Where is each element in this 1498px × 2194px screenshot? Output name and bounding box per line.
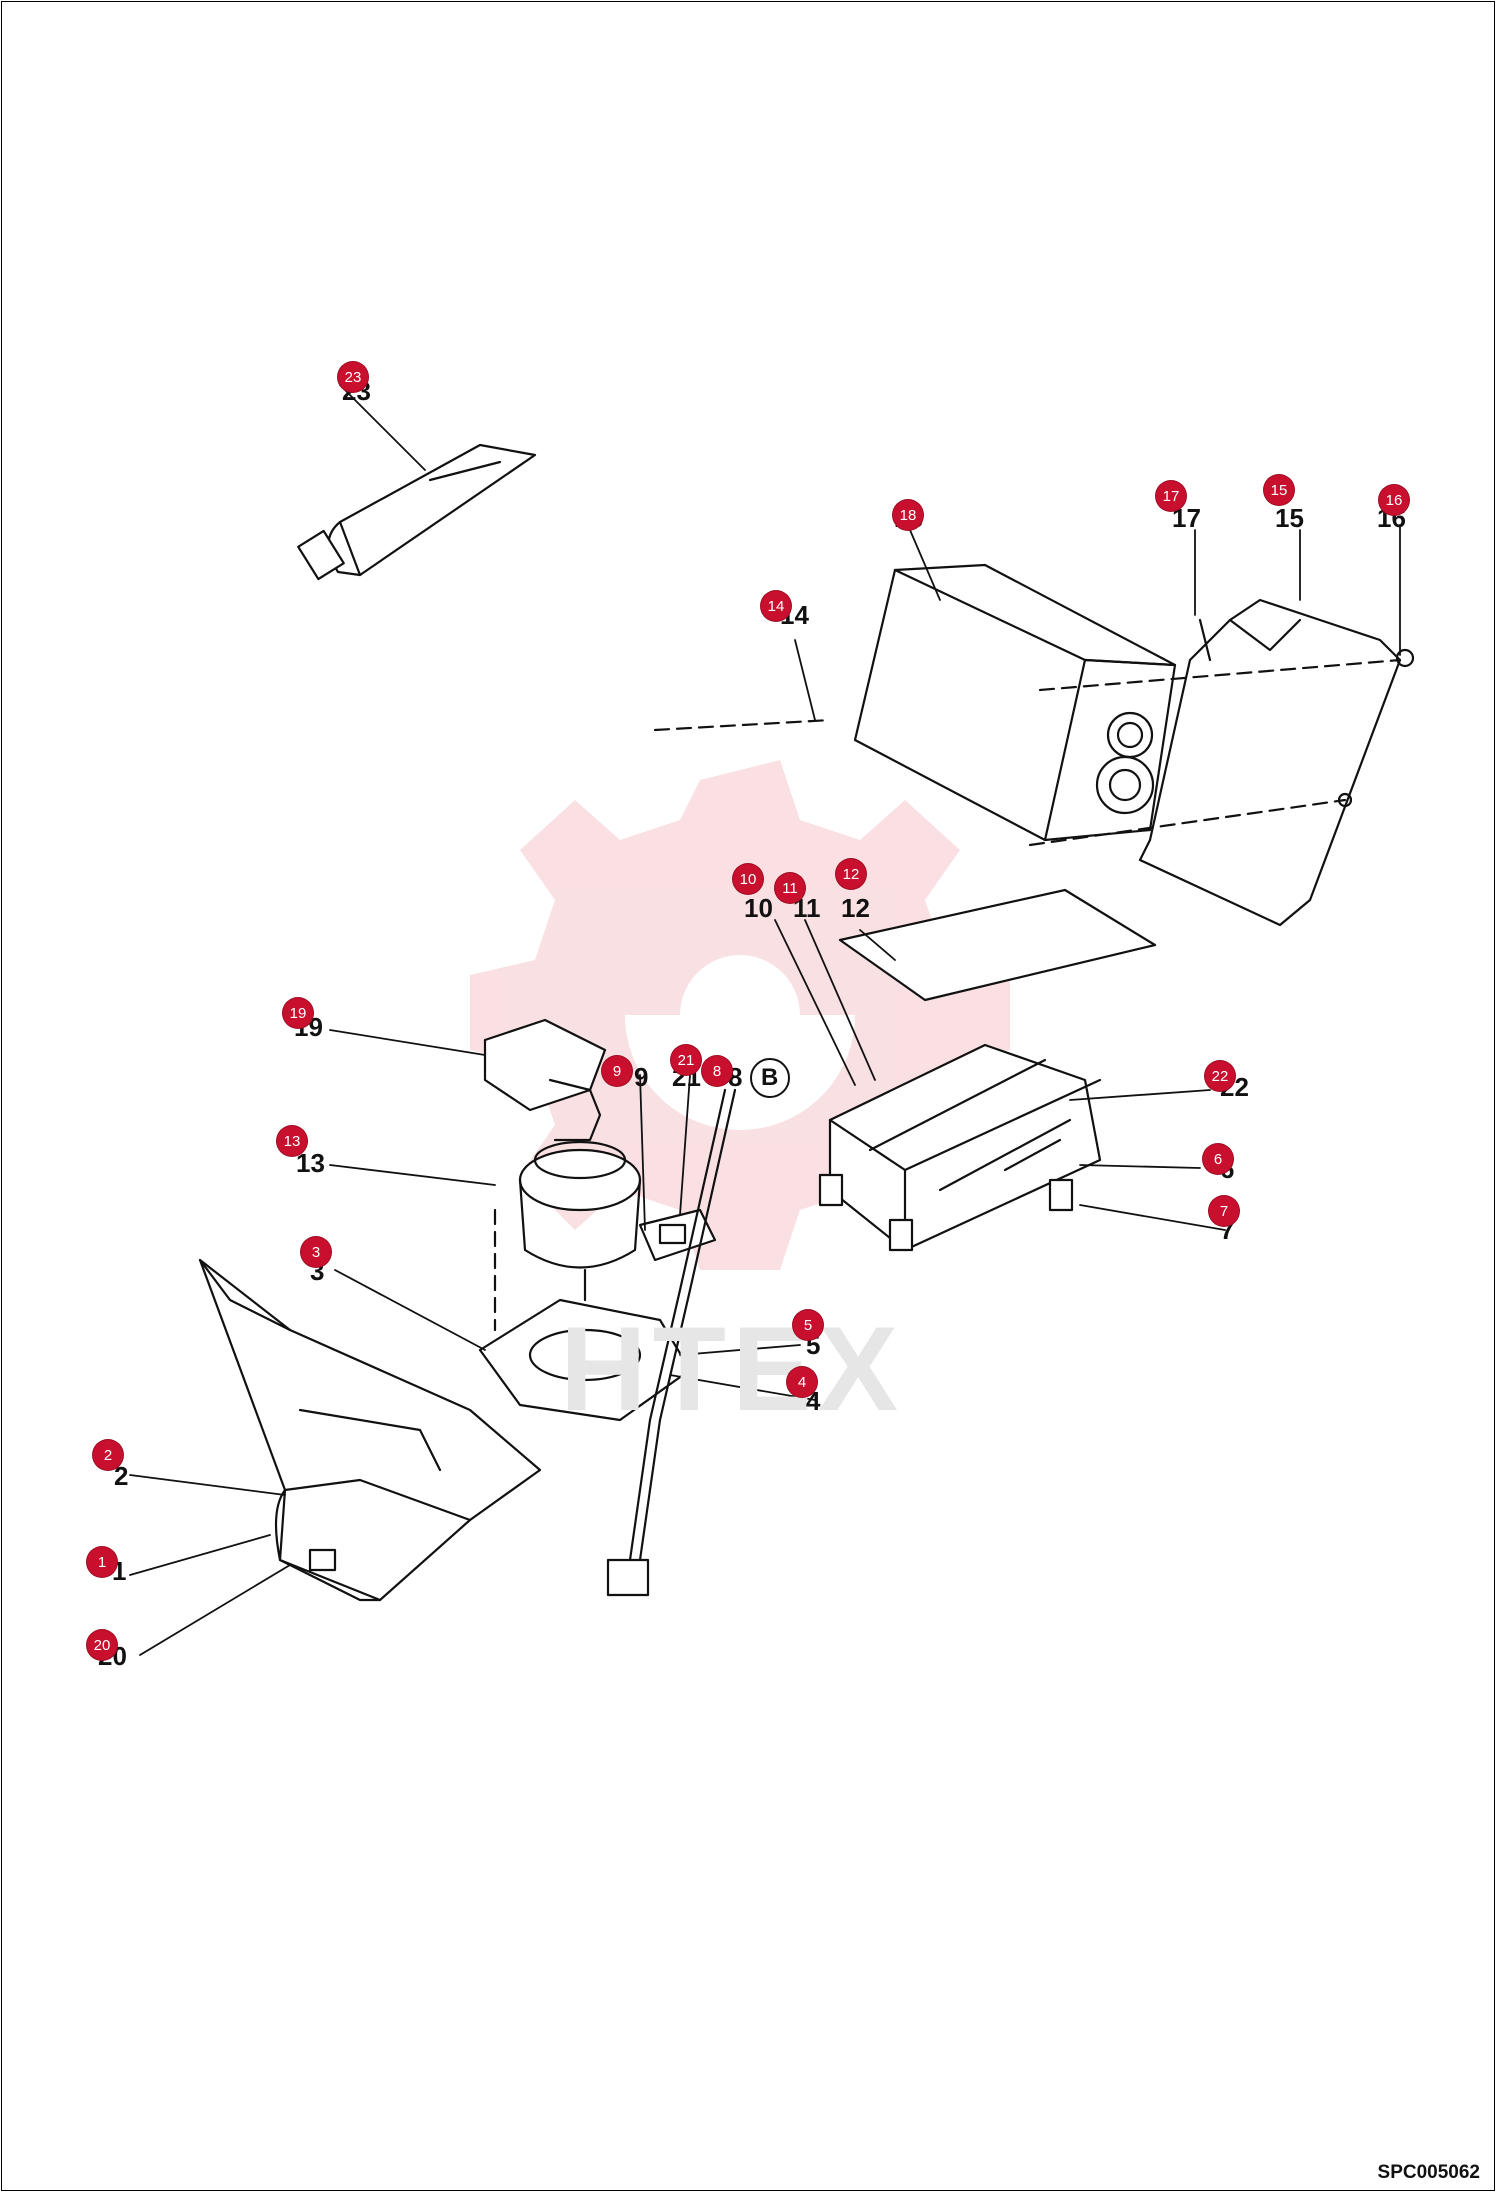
callout-16[interactable]: 16 <box>1379 485 1409 515</box>
callout-9[interactable]: 9 <box>602 1056 632 1086</box>
callout-11[interactable]: 11 <box>775 873 805 903</box>
mounting-bracket-part <box>1138 598 1415 927</box>
callout-14[interactable]: 14 <box>761 591 791 621</box>
callout-4[interactable]: 4 <box>787 1367 817 1397</box>
wiring-harness-part <box>606 1088 737 1597</box>
callout-13[interactable]: 13 <box>277 1126 307 1156</box>
callout-23[interactable]: 23 <box>338 362 368 392</box>
callout-5[interactable]: 5 <box>793 1310 823 1340</box>
fuse-relay-block-part <box>818 1043 1102 1252</box>
callout-12[interactable]: 12 <box>836 859 866 889</box>
callout-7[interactable]: 7 <box>1209 1196 1239 1226</box>
control-console-housing-part <box>198 1258 542 1602</box>
callout-18[interactable]: 18 <box>893 500 923 530</box>
part-label-15: 15 <box>1275 503 1304 533</box>
part-label-10: 10 <box>744 893 773 923</box>
callout-20[interactable]: 20 <box>87 1630 117 1660</box>
callout-22[interactable]: 22 <box>1205 1061 1235 1091</box>
callout-10[interactable]: 10 <box>733 864 763 894</box>
callout-21[interactable]: 21 <box>671 1045 701 1075</box>
part-label-2: 2 <box>114 1461 129 1491</box>
joystick-base-plate-part <box>478 1268 692 1422</box>
detail-marker-label: B <box>761 1064 779 1091</box>
callout-15[interactable]: 15 <box>1264 475 1294 505</box>
cover-plate-part <box>838 888 1157 1002</box>
part-label-12: 12 <box>841 893 870 923</box>
joystick-handle-part <box>483 1018 642 1269</box>
drawing-code: SPC005062 <box>1377 2162 1480 2183</box>
callout-17[interactable]: 17 <box>1156 481 1186 511</box>
part-label-9: 9 <box>634 1062 649 1092</box>
callout-8[interactable]: 8 <box>702 1056 732 1086</box>
controller-box-part <box>853 563 1177 842</box>
grease-tube-part <box>297 443 537 581</box>
callout-6[interactable]: 6 <box>1203 1144 1233 1174</box>
watermark-text: HTEX <box>560 1302 905 1436</box>
callout-19[interactable]: 19 <box>283 998 313 1028</box>
callout-3[interactable]: 3 <box>301 1237 331 1267</box>
callout-1[interactable]: 1 <box>87 1547 117 1577</box>
callout-2[interactable]: 2 <box>93 1440 123 1470</box>
